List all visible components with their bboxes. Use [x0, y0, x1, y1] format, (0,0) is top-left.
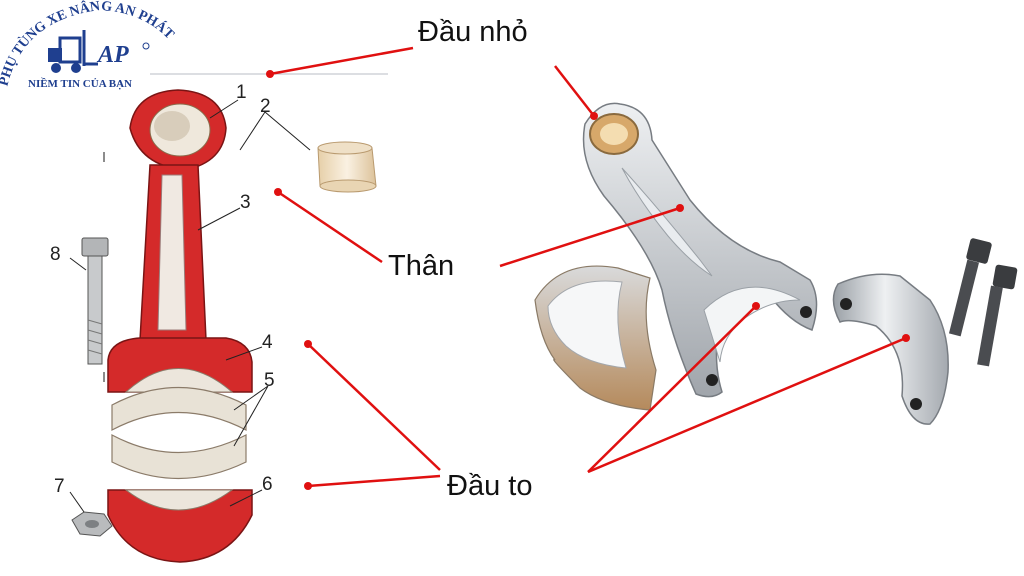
rod-ridge	[621, 167, 713, 277]
pointer-big-end-1	[307, 343, 441, 471]
pointer-dots	[266, 70, 910, 490]
rod-nut	[71, 511, 113, 537]
logo-mark: AP	[96, 42, 129, 68]
logo-arc-text: PHỤ TÙNG XE NÂNG AN PHÁT	[0, 0, 177, 88]
rod-bolt	[81, 237, 109, 365]
part-number-1: 1	[236, 82, 247, 103]
part-number-7: 7	[54, 476, 65, 497]
cap-bolts-photo	[948, 238, 1018, 367]
part-number-4: 4	[262, 332, 273, 353]
pointer-big-end-2	[307, 474, 441, 488]
small-end-bore	[154, 111, 190, 141]
small-end-bore-photo	[600, 123, 628, 145]
part-number-3: 3	[240, 192, 251, 213]
company-logo: PHỤ TÙNG XE NÂNG AN PHÁT AP	[0, 0, 177, 88]
part-number-5: 5	[264, 370, 275, 391]
pointer-small-end-right	[554, 65, 595, 117]
loose-bushing	[317, 141, 377, 193]
logo-tagline: NIỀM TIN CỦA BẠN	[28, 78, 133, 90]
label-big-end: Đầu to	[447, 470, 533, 502]
pointer-small-end-left	[269, 46, 414, 76]
big-end-bore	[124, 368, 234, 393]
photo-rod	[534, 102, 1018, 425]
exploded-rod-illustration	[69, 89, 377, 563]
cap-bore	[124, 489, 234, 511]
pointer-big-end-4	[587, 336, 907, 474]
label-small-end: Đầu nhỏ	[418, 16, 528, 48]
pointer-big-end-3	[587, 305, 757, 473]
rod-cap-photo	[832, 273, 949, 425]
bearing-shell-upper	[111, 387, 247, 431]
part-number-2: 2	[260, 96, 271, 117]
pointer-lines	[269, 46, 907, 488]
pointer-body-right	[499, 206, 681, 268]
forklift-icon	[48, 30, 98, 73]
bearing-shell-inner	[547, 280, 627, 369]
big-end-bore-photo	[703, 286, 801, 363]
bearing-shell-lower	[111, 434, 247, 480]
part-number-8: 8	[50, 244, 61, 265]
part-number-6: 6	[262, 474, 273, 495]
leader-lines	[69, 99, 311, 513]
rod-cap	[107, 489, 253, 563]
label-body: Thân	[388, 250, 455, 282]
pointer-body-left	[277, 190, 383, 264]
rod-web	[157, 174, 187, 331]
